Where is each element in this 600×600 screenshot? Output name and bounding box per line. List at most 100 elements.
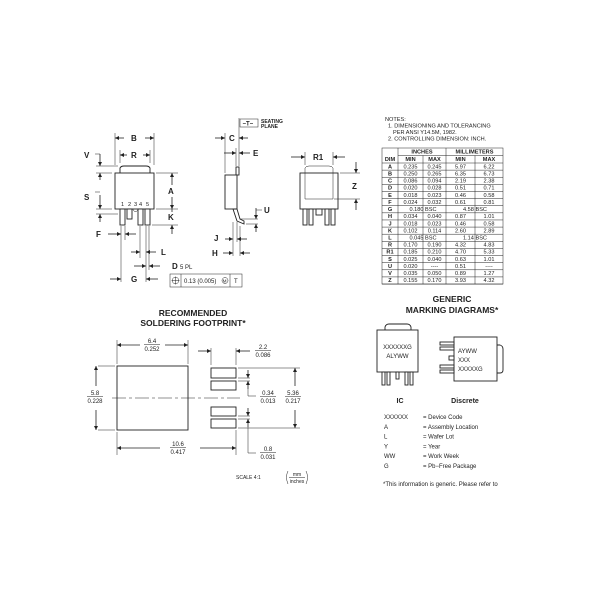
dim-value-inch: 0.217: [285, 399, 301, 405]
legend-code: A: [384, 425, 388, 431]
table-header: MAX: [483, 157, 496, 163]
table-cell: 6.35: [455, 171, 466, 177]
dim-label-e: E: [253, 149, 259, 158]
table-cell: 3.93: [455, 278, 466, 284]
table-group-header: INCHES: [411, 150, 432, 156]
table-dim-label: A: [388, 164, 392, 170]
table-dim-label: F: [388, 200, 392, 206]
table-cell: 0.155: [404, 278, 418, 284]
legend-code: Y: [384, 444, 388, 450]
dim-value-mm: 0.8: [264, 447, 273, 453]
table-cell: 0.050: [428, 271, 442, 277]
table-cell: 0.018: [404, 221, 418, 227]
table-cell: 0.020: [404, 186, 418, 192]
dim-value-inch: 0.031: [260, 455, 276, 461]
table-cell: 0.028: [428, 186, 442, 192]
table-dim-label: V: [388, 271, 392, 277]
pin-number: 1: [121, 202, 124, 208]
notes: NOTES: 1. DIMENSIONING AND TOLERANCING P…: [385, 117, 491, 143]
dim-label-u: U: [264, 206, 270, 215]
ic-label: IC: [397, 398, 404, 405]
dim-value-inch: 0.417: [170, 450, 186, 456]
table-cell: 0.265: [428, 171, 442, 177]
footprint-title-2: SOLDERING FOOTPRINT*: [140, 318, 246, 328]
table-cell: 1.01: [484, 257, 495, 263]
table-cell: 0.114: [428, 228, 442, 234]
legend-code: G: [384, 464, 389, 470]
lead-pad: [210, 367, 237, 379]
table-cell: 0.023: [428, 221, 442, 227]
scale-label: SCALE 4:1: [236, 475, 261, 481]
unit-inches: inches: [290, 479, 305, 485]
dim-label-h: H: [212, 249, 218, 258]
dim-label-d: D: [172, 262, 178, 271]
marking-footnote: *This information is generic. Please ref…: [383, 482, 498, 488]
marking-title-2: MARKING DIAGRAMS*: [406, 305, 499, 315]
tolerance-value: 0.13 (0.005): [184, 279, 216, 285]
dim-label-g: G: [131, 275, 137, 284]
ic-marking-line2: ALYWW: [386, 354, 409, 360]
dim-label-z: Z: [352, 182, 357, 191]
table-cell: 0.018: [404, 193, 418, 199]
table-cell: 2.19: [455, 179, 466, 185]
pin-number: 2: [128, 202, 131, 208]
table-header: MIN: [455, 157, 465, 163]
table-cell: 4.32: [484, 278, 495, 284]
lead-pad: [210, 406, 237, 417]
dim-value-mm: 10.6: [172, 442, 184, 448]
dim-value-inch: 0.252: [144, 347, 160, 353]
table-cell: 0.086: [404, 179, 418, 185]
soldering-footprint: RECOMMENDED SOLDERING FOOTPRINT* 6.40.25…: [87, 308, 308, 485]
table-cell: 0.87: [455, 214, 466, 220]
table-cell: 0.58: [484, 221, 495, 227]
table-cell: 1.01: [484, 214, 495, 220]
table-cell: 0.034: [404, 214, 418, 220]
table-cell: 0.51: [455, 186, 466, 192]
table-dim-label: K: [388, 228, 392, 234]
legend-code: L: [384, 435, 388, 441]
table-cell: 2.38: [484, 179, 495, 185]
dim-label-r1: R1: [313, 153, 324, 162]
table-dim-label: G: [388, 207, 392, 213]
legend-code: WW: [384, 454, 396, 460]
table-dim-label: J: [388, 221, 391, 227]
table-cell: 0.180 BSC: [409, 207, 436, 213]
table-dim-label: L: [388, 236, 392, 242]
marking-title: GENERIC: [433, 294, 472, 304]
table-cell: 0.023: [428, 193, 442, 199]
dim-label-v: V: [84, 151, 90, 160]
unit-mm: mm: [293, 472, 301, 478]
table-cell: 5.97: [455, 164, 466, 170]
table-cell: 0.250: [404, 171, 418, 177]
dim-label-s: S: [84, 193, 90, 202]
table-group-header: MILLIMETERS: [456, 150, 494, 156]
lead-pad: [210, 380, 237, 391]
table-cell: 0.58: [484, 193, 495, 199]
legend-meaning: = Year: [423, 444, 440, 450]
table-cell: 0.81: [484, 200, 495, 206]
table-header: DIM: [385, 157, 396, 163]
table-cell: 0.210: [428, 250, 442, 256]
dim-label-r: R: [131, 151, 137, 160]
table-header: MAX: [428, 157, 441, 163]
table-dim-label: Z: [388, 278, 392, 284]
tolerance-modifier: M: [223, 279, 227, 284]
table-dim-label: S: [388, 257, 392, 263]
dim-label-c: C: [229, 134, 235, 143]
marking-diagrams: GENERIC MARKING DIAGRAMS* XXXXXXG ALYWW …: [376, 294, 504, 488]
table-cell: 4.58 BSC: [463, 207, 487, 213]
dim-label-a: A: [168, 187, 174, 196]
dim-value-inch: 0.013: [260, 399, 276, 405]
table-cell: 0.102: [404, 228, 418, 234]
table-dim-label: B: [388, 171, 392, 177]
table-cell: 0.170: [428, 278, 442, 284]
table-cell: 6.22: [484, 164, 495, 170]
discrete-marking-line3: XXXXXG: [458, 367, 483, 373]
seating-plane-label-2: PLANE: [261, 124, 279, 130]
table-cell: 4.70: [455, 250, 466, 256]
legend-meaning: = Pb−Free Package: [423, 464, 477, 470]
dim-label-b: B: [131, 134, 137, 143]
table-cell: 0.094: [428, 179, 442, 185]
legend-meaning: = Wafer Lot: [423, 435, 454, 441]
